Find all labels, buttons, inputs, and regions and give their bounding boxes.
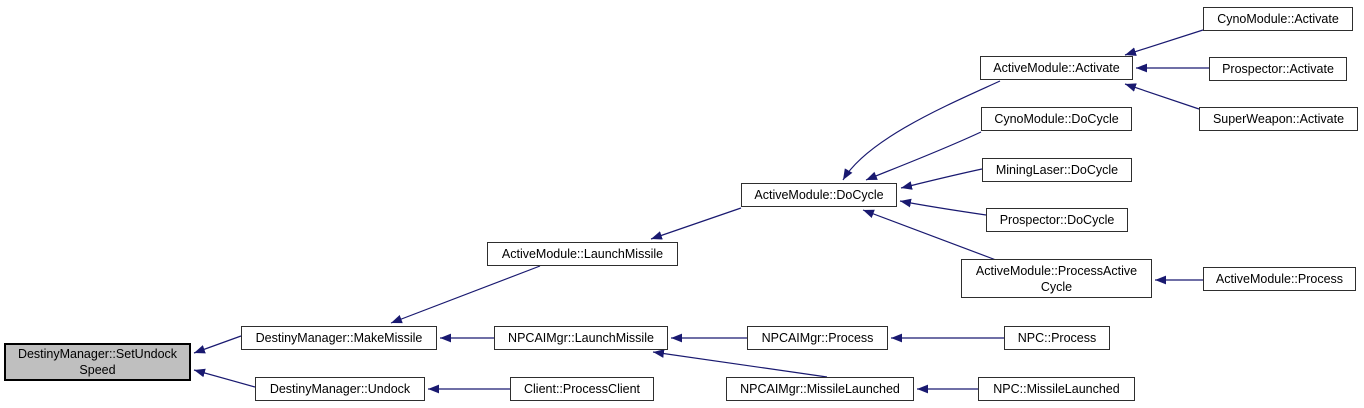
graph-node-am-activate[interactable]: ActiveModule::Activate (980, 56, 1133, 80)
graph-node-client-process-client[interactable]: Client::ProcessClient (510, 377, 654, 401)
graph-node-npcai-missile-launched[interactable]: NPCAIMgr::MissileLaunched (726, 377, 914, 401)
graph-node-label: DestinyManager::Undock (269, 382, 411, 396)
edge-prospector-do-cycle-to-am-do-cycle (899, 198, 987, 216)
edge-destiny-make-missile-to-set-undock-speed (193, 335, 242, 354)
edge-cyno-do-cycle-to-am-do-cycle (865, 131, 982, 181)
graph-node-label: MiningLaser::DoCycle (995, 163, 1119, 177)
graph-node-npcai-launch-missile[interactable]: NPCAIMgr::LaunchMissile (494, 326, 668, 350)
graph-node-mining-laser-do-cycle[interactable]: MiningLaser::DoCycle (982, 158, 1132, 182)
edge-am-do-cycle-to-am-launch-missile (650, 207, 742, 240)
graph-node-label: CynoModule::DoCycle (994, 112, 1119, 126)
graph-node-am-do-cycle[interactable]: ActiveModule::DoCycle (741, 183, 897, 207)
graph-node-superweapon-activate[interactable]: SuperWeapon::Activate (1199, 107, 1358, 131)
graph-node-destiny-undock[interactable]: DestinyManager::Undock (255, 377, 425, 401)
graph-node-label: Client::ProcessClient (523, 382, 640, 396)
edge-superweapon-activate-to-am-activate (1124, 83, 1200, 110)
graph-node-label: ActiveModule::Activate (993, 61, 1120, 75)
graph-node-label: NPCAIMgr::LaunchMissile (508, 331, 654, 345)
graph-node-label: ActiveModule::ProcessActive (975, 263, 1138, 278)
graph-node-destiny-make-missile[interactable]: DestinyManager::MakeMissile (241, 326, 437, 350)
graph-node-label: NPCAIMgr::Process (761, 331, 874, 345)
graph-node-npc-missile-launched[interactable]: NPC::MissileLaunched (978, 377, 1135, 401)
graph-node-label: ActiveModule::LaunchMissile (501, 247, 664, 261)
edge-npcai-missile-launched-to-npcai-launch-missile (652, 349, 828, 378)
graph-node-label: Cycle (1040, 279, 1073, 294)
graph-node-prospector-do-cycle[interactable]: Prospector::DoCycle (986, 208, 1128, 232)
edge-am-activate-to-am-do-cycle (842, 80, 1001, 181)
graph-node-label: Prospector::DoCycle (999, 213, 1115, 227)
graph-node-label: CynoModule::Activate (1217, 12, 1339, 26)
edge-cyno-activate-to-am-activate (1124, 29, 1204, 56)
graph-node-label: Speed (79, 363, 116, 377)
edge-destiny-undock-to-set-undock-speed (193, 368, 256, 388)
graph-node-prospector-activate[interactable]: Prospector::Activate (1209, 57, 1347, 81)
graph-node-am-launch-missile[interactable]: ActiveModule::LaunchMissile (487, 242, 678, 266)
edge-am-launch-missile-to-destiny-make-missile (390, 265, 541, 324)
graph-node-npc-process[interactable]: NPC::Process (1004, 326, 1110, 350)
graph-node-label: SuperWeapon::Activate (1212, 112, 1345, 126)
graph-node-label: DestinyManager::MakeMissile (255, 331, 423, 345)
graph-node-cyno-activate[interactable]: CynoModule::Activate (1203, 7, 1353, 31)
graph-node-label: ActiveModule::Process (1215, 272, 1344, 286)
edge-am-process-active-cycle-to-am-do-cycle (862, 209, 997, 261)
graph-node-label: DestinyManager::SetUndock (17, 347, 178, 361)
graph-node-npcai-process[interactable]: NPCAIMgr::Process (747, 326, 888, 350)
graph-node-label: NPC::MissileLaunched (993, 382, 1120, 396)
graph-node-label: NPCAIMgr::MissileLaunched (740, 382, 900, 396)
graph-node-am-process[interactable]: ActiveModule::Process (1203, 267, 1356, 291)
edge-mining-laser-do-cycle-to-am-do-cycle (900, 168, 983, 190)
graph-node-cyno-do-cycle[interactable]: CynoModule::DoCycle (981, 107, 1132, 131)
graph-node-label: Prospector::Activate (1222, 62, 1334, 76)
graph-node-label: ActiveModule::DoCycle (754, 188, 884, 202)
graph-node-label: NPC::Process (1017, 331, 1097, 345)
